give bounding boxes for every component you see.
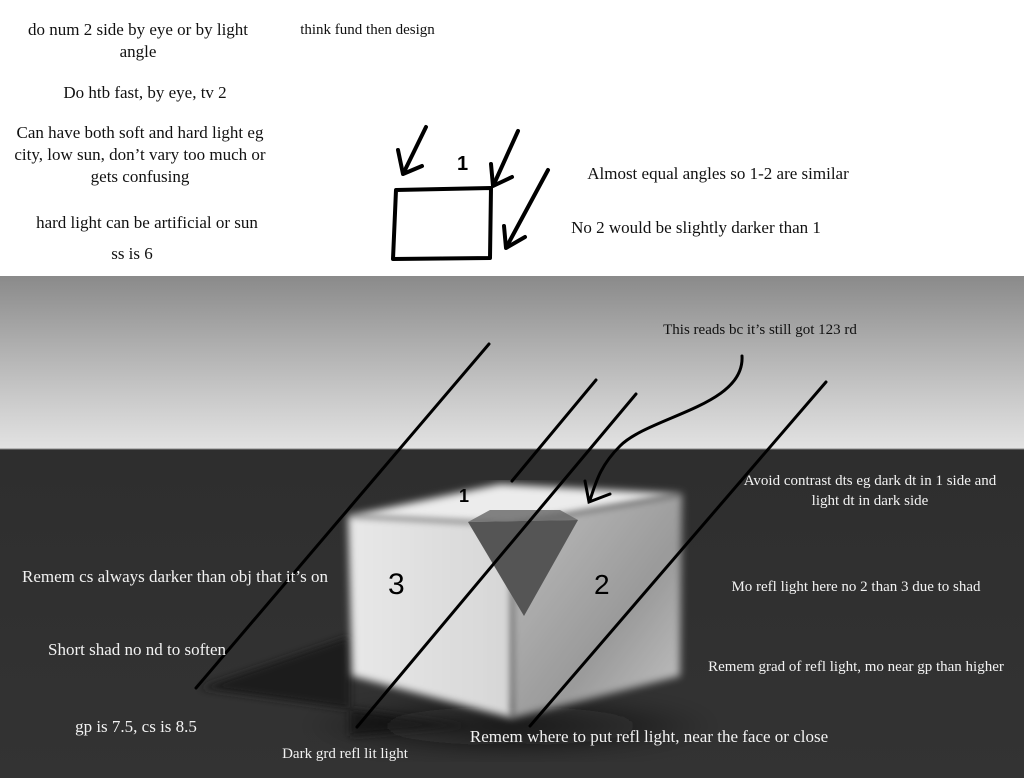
note-refl-light-2: Mo refl light here no 2 than 3 due to sh… [731,579,981,595]
face-label-top: 1 [459,486,469,506]
cast-shadow [200,636,470,736]
note-avoid-contrast: Avoid contrast dts eg dark dt in 1 side … [743,473,997,509]
note-hard-light-source: hard light can be artificial or sun [36,213,258,232]
note-soft-hard-light: Can have both soft and hard light eg cit… [14,123,266,186]
sketch-label-1: 1 [457,153,468,175]
note-gp-cs-values: gp is 7.5, cs is 8.5 [75,717,197,736]
note-ss-value: ss is 6 [111,244,153,263]
note-equal-angles: Almost equal angles so 1-2 are similar [587,164,849,183]
sketch-arrow-left [402,125,428,174]
box-sketch: 1 [391,125,550,261]
ground-contact-shadow [300,696,720,756]
pointer-arrow [588,354,744,502]
note-htb-fast: Do htb fast, by eye, tv 2 [63,83,227,102]
light-line-3 [355,392,638,729]
note-num2-side: do num 2 side by eye or by light angle [27,20,249,61]
note-dark-ground-refl: Dark grd refl lit light [282,746,408,762]
shadow-triangle [468,520,578,616]
face-label-left: 3 [388,568,405,601]
note-fund-design: think fund then design [300,22,435,38]
sketch-arrow-mid [492,129,520,186]
note-short-shadow: Short shad no nd to soften [47,640,227,659]
cube-top-face [348,484,682,524]
face-label-right: 2 [594,569,610,600]
note-cast-shadow-darker: Remem cs always darker than obj that it’… [22,567,328,586]
cube-render: 1 3 2 [194,342,828,756]
note-refl-placement: Remem where to put refl light, near the … [469,727,829,746]
light-line-2 [510,378,598,483]
light-line-4 [528,380,828,728]
cube-left-face [348,516,512,718]
note-refl-gradient: Remem grad of refl light, mo near gp tha… [708,659,1004,675]
note-reads-123: This reads bc it’s still got 123 rd [663,322,857,338]
sketch-arrow-right [505,168,550,248]
sketch-panel: do num 2 side by eye or by light angle t… [0,0,1024,276]
sketch-box [391,186,493,261]
render-panel: 1 3 2 This reads bc it’s still got 123 r… [0,276,1024,778]
note-side2-darker: No 2 would be slightly darker than 1 [571,218,821,237]
light-line-1 [194,342,491,690]
